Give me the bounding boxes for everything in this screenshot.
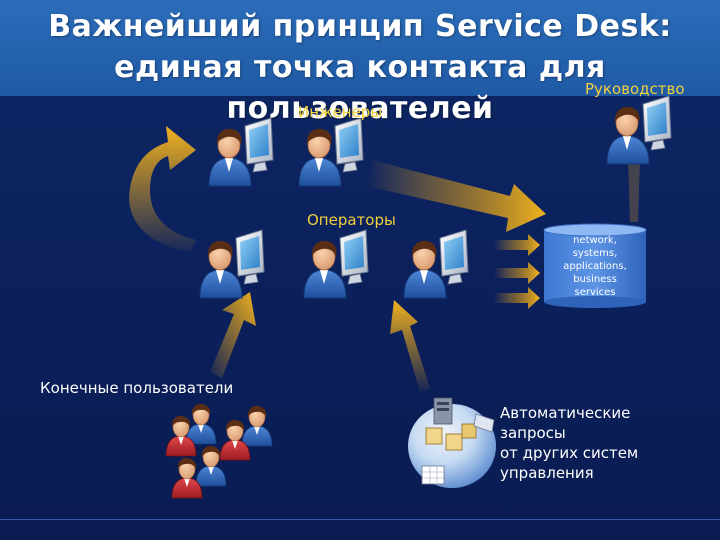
database-line-5: services — [574, 287, 616, 298]
database-line-3: applications, — [563, 261, 627, 272]
title-line-1: Важнейший принцип Service Desk: — [48, 9, 672, 44]
automatic-requests-line-4: управления — [500, 464, 594, 482]
automatic-requests-line-2: запросы — [500, 424, 566, 442]
title-line-2: единая точка контакта для — [114, 50, 606, 85]
title-line-3: пользователей — [226, 91, 494, 126]
management-label: Руководство — [585, 80, 685, 98]
database-line-4: business — [573, 274, 617, 285]
operators-label: Операторы — [307, 211, 396, 229]
end-users-group — [165, 403, 273, 499]
management-systems-globe-icon — [408, 397, 496, 488]
operator-workstation-2 — [303, 229, 369, 299]
database-cylinder — [543, 223, 647, 308]
operator-workstation-1 — [199, 229, 265, 299]
automatic-requests-line-1: Автоматические — [500, 404, 631, 422]
database-line-1: network, — [573, 235, 617, 246]
engineers-label: Инженеры — [298, 103, 383, 121]
automatic-requests-line-3: от других систем — [500, 444, 639, 462]
automatic-requests-label: Автоматические запросы от других систем … — [500, 403, 638, 483]
end-users-to-operators-arrow — [210, 292, 256, 378]
escalation-curved-arrow — [129, 126, 196, 252]
operator-workstation-3 — [403, 229, 469, 299]
title-bar — [0, 0, 720, 96]
operators-to-database-arrows — [494, 234, 540, 309]
end-users-label: Конечные пользователи — [40, 379, 234, 397]
automation-to-operators-arrow — [390, 300, 430, 392]
slide-title: Важнейший принцип Service Desk: единая т… — [0, 6, 720, 129]
database-label: network, systems, applications, business… — [546, 234, 644, 299]
database-line-2: systems, — [572, 248, 618, 259]
bottom-divider — [0, 519, 720, 520]
management-to-database-arrow — [628, 160, 640, 222]
engineers-to-database-arrow — [366, 160, 546, 232]
